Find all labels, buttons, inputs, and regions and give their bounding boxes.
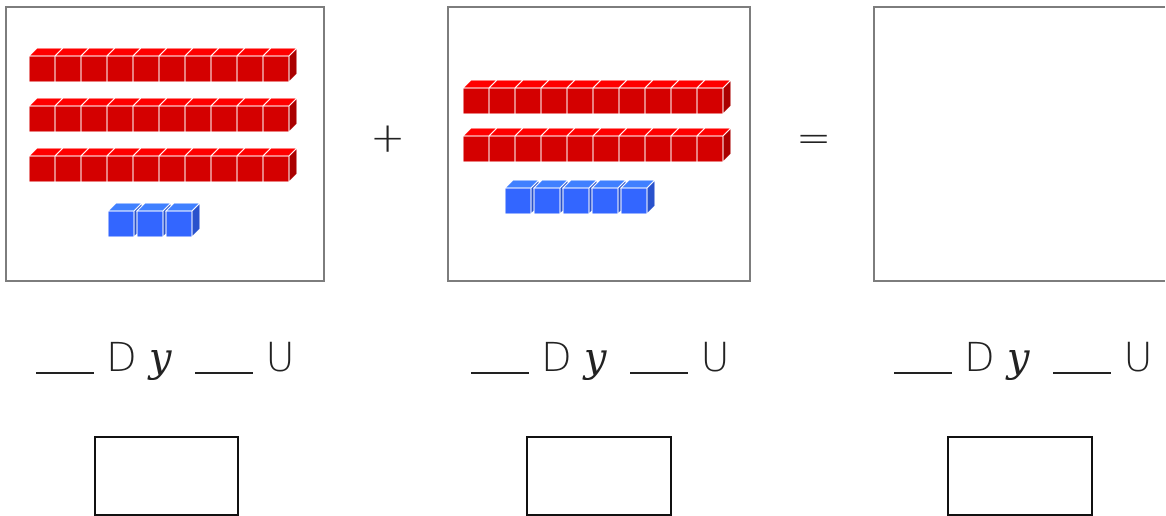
ten-rod-3-cube-4-front xyxy=(106,155,134,183)
ten-rod-2-cube-7-front xyxy=(618,135,646,163)
units-blank[interactable] xyxy=(630,334,689,374)
plus-sign: + xyxy=(370,113,406,162)
ten-rod-2-cube-7-front xyxy=(184,105,212,133)
addend-2-panel xyxy=(447,6,751,282)
tens-blank[interactable] xyxy=(471,334,529,374)
unit-cube-1-front xyxy=(107,210,135,238)
tens-label: D xyxy=(964,335,995,381)
ten-rod-2-cube-6-front xyxy=(592,135,620,163)
ten-rod-2-cube-5-front xyxy=(566,135,594,163)
tens-label: D xyxy=(106,335,137,381)
equals-sign: = xyxy=(796,113,832,162)
ten-rod-1-cube-2-front xyxy=(54,55,82,83)
ten-rod-1-cube-6-front xyxy=(592,87,620,115)
ten-rod-2-cube-4-front xyxy=(540,135,568,163)
ten-rod-2-cube-8-front xyxy=(644,135,672,163)
ten-rod-1-cube-7-front xyxy=(184,55,212,83)
addend-1-panel xyxy=(5,6,325,282)
ten-rod-3-cube-8-front xyxy=(210,155,238,183)
addend-2-answer-box[interactable] xyxy=(526,436,672,516)
sum-panel[interactable] xyxy=(873,6,1165,282)
ten-rod-1-cube-3-front xyxy=(80,55,108,83)
ten-rod-2-cube-6-front xyxy=(158,105,186,133)
ten-rod-3-cube-1-front xyxy=(28,155,56,183)
unit-cube-5-front xyxy=(620,187,648,215)
ten-rod-1-cube-9-front xyxy=(236,55,264,83)
addend-1-answer-box[interactable] xyxy=(94,436,239,516)
ten-rod-1-cube-4-front xyxy=(106,55,134,83)
ten-rod-1-cube-6-front xyxy=(158,55,186,83)
ten-rod-1-cube-1-front xyxy=(462,87,490,115)
ten-rod-2-cube-5-front xyxy=(132,105,160,133)
ten-rod-3-cube-5-front xyxy=(132,155,160,183)
unit-cube-4-front xyxy=(591,187,619,215)
addend-2-blocks xyxy=(461,78,733,216)
ten-rod-2-cube-9-front xyxy=(670,135,698,163)
conjunction: y xyxy=(148,335,172,381)
tens-blank[interactable] xyxy=(36,334,94,374)
units-label: U xyxy=(1123,335,1153,381)
unit-cube-2-front xyxy=(136,210,164,238)
unit-cube-1-front xyxy=(504,187,532,215)
tens-label: D xyxy=(541,335,572,381)
units-blank[interactable] xyxy=(1053,334,1112,374)
addend-1-blocks xyxy=(27,46,299,239)
ten-rod-2-cube-2-front xyxy=(54,105,82,133)
ten-rod-2-cube-1-front xyxy=(28,105,56,133)
ten-rod-1-cube-10-front xyxy=(262,55,290,83)
ten-rod-1-cube-5-front xyxy=(566,87,594,115)
conjunction: y xyxy=(1006,335,1030,381)
sum-answer-box[interactable] xyxy=(947,436,1093,516)
ten-rod-2-cube-10-front xyxy=(262,105,290,133)
ten-rod-1-cube-7-front xyxy=(618,87,646,115)
ten-rod-2-cube-4-front xyxy=(106,105,134,133)
conjunction: y xyxy=(583,335,607,381)
ten-rod-1-cube-1-front xyxy=(28,55,56,83)
unit-cube-3-front xyxy=(165,210,193,238)
ten-rod-3-cube-3-front xyxy=(80,155,108,183)
ten-rod-3-cube-10-front xyxy=(262,155,290,183)
ten-rod-1-cube-2-front xyxy=(488,87,516,115)
tens-blank[interactable] xyxy=(894,334,952,374)
ten-rod-1-cube-5-front xyxy=(132,55,160,83)
units-blank[interactable] xyxy=(195,334,254,374)
ten-rod-2-cube-8-front xyxy=(210,105,238,133)
ten-rod-2-cube-1-front xyxy=(462,135,490,163)
ten-rod-2-cube-3-front xyxy=(80,105,108,133)
units-label: U xyxy=(265,335,295,381)
ten-rod-2-cube-10-front xyxy=(696,135,724,163)
ten-rod-3-cube-6-front xyxy=(158,155,186,183)
unit-cube-3-front xyxy=(562,187,590,215)
ten-rod-2-cube-9-front xyxy=(236,105,264,133)
unit-cube-2-front xyxy=(533,187,561,215)
ten-rod-1-cube-3-front xyxy=(514,87,542,115)
units-label: U xyxy=(700,335,730,381)
ten-rod-3-cube-9-front xyxy=(236,155,264,183)
ten-rod-1-cube-8-front xyxy=(644,87,672,115)
ten-rod-1-cube-10-front xyxy=(696,87,724,115)
ten-rod-3-cube-7-front xyxy=(184,155,212,183)
ten-rod-1-cube-8-front xyxy=(210,55,238,83)
ten-rod-3-cube-2-front xyxy=(54,155,82,183)
ten-rod-1-cube-9-front xyxy=(670,87,698,115)
ten-rod-2-cube-3-front xyxy=(514,135,542,163)
ten-rod-1-cube-4-front xyxy=(540,87,568,115)
ten-rod-2-cube-2-front xyxy=(488,135,516,163)
